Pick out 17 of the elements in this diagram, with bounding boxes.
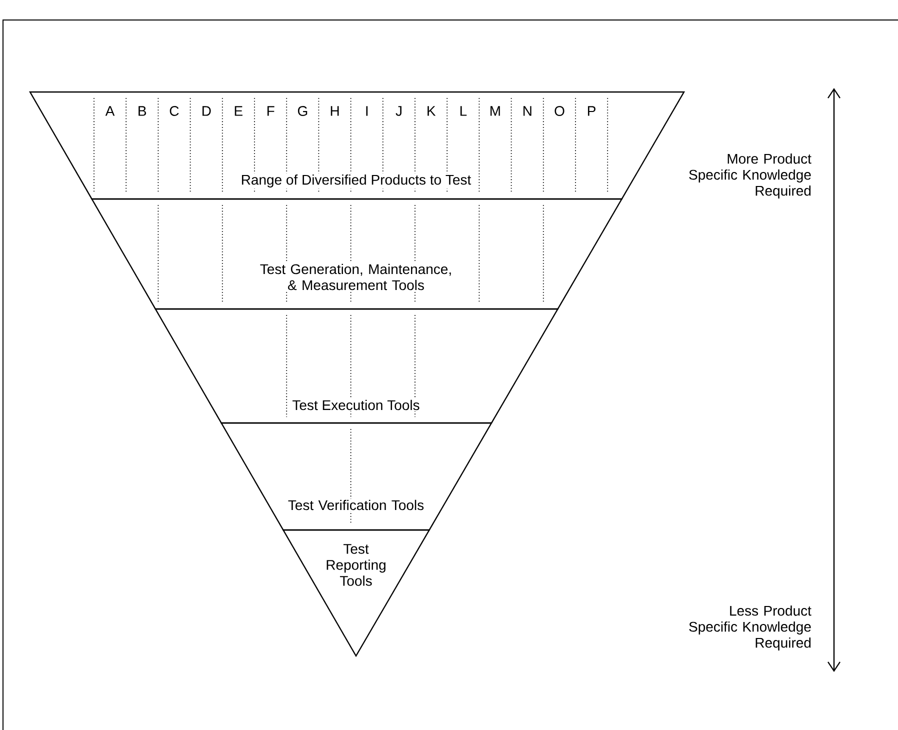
column-letter: A — [104, 105, 116, 117]
column-letter: P — [586, 105, 598, 117]
column-letter: I — [364, 105, 370, 117]
column-letter: G — [296, 105, 310, 117]
column-letter: L — [458, 105, 468, 117]
column-letter: D — [200, 105, 212, 117]
column-letter: C — [168, 105, 180, 117]
column-letter: F — [265, 105, 276, 117]
column-letter: M — [488, 105, 502, 117]
column-letter: B — [136, 105, 148, 117]
side-note: Less Product Specific Knowledge Required — [689, 605, 812, 650]
column-letter: E — [232, 105, 244, 117]
column-letter: O — [553, 105, 566, 117]
column-letter: H — [328, 105, 341, 117]
column-letter: J — [394, 105, 404, 117]
column-letter: K — [425, 105, 437, 117]
column-letter: N — [521, 105, 534, 117]
